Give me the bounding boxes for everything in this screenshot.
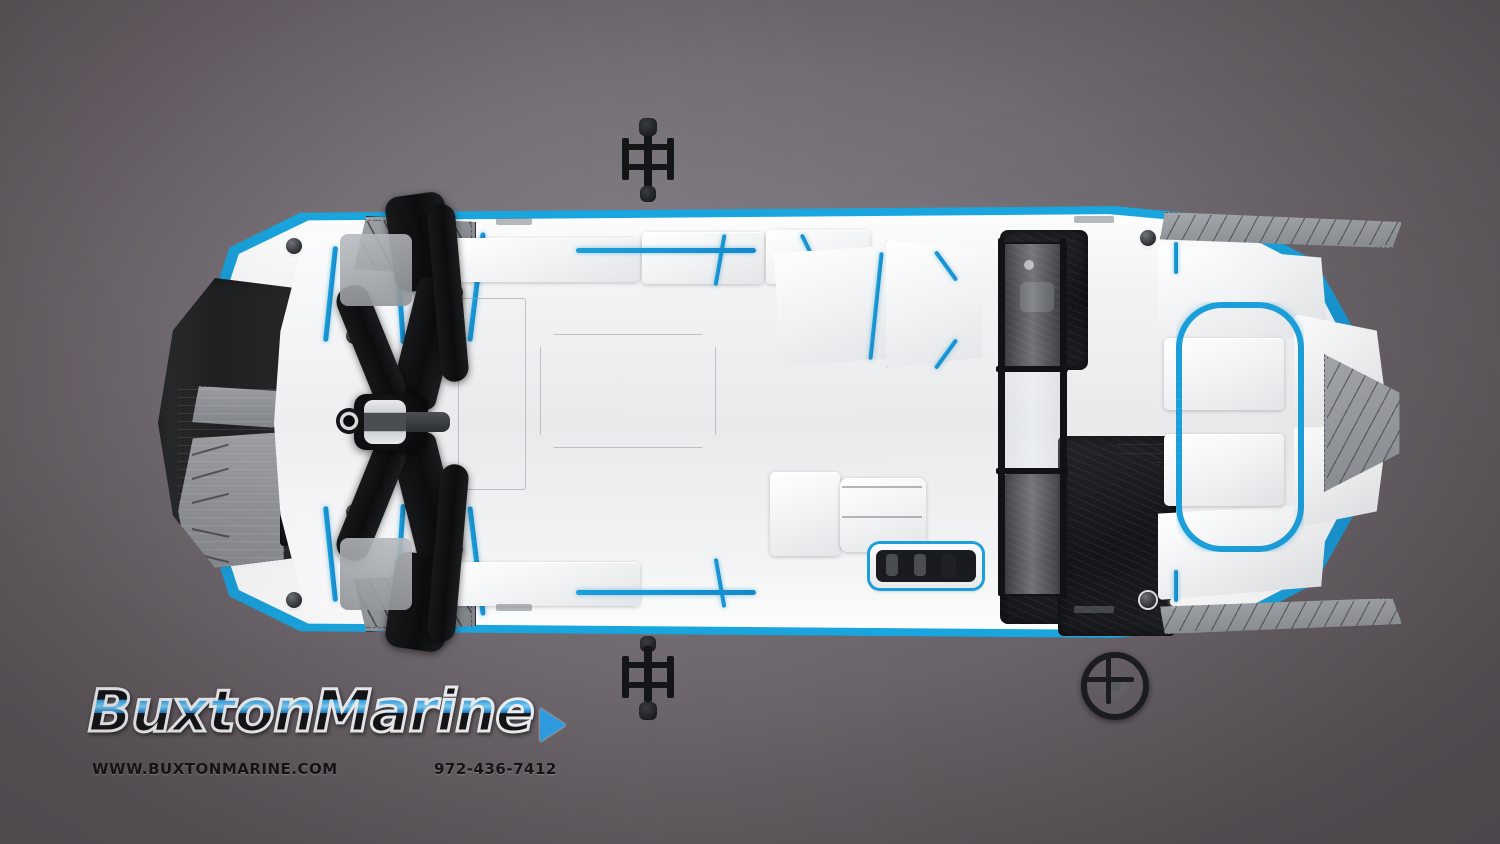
- board-rack-starboard[interactable]: [618, 636, 678, 720]
- brand-wordmark: BuxtonMarine: [87, 677, 537, 745]
- bow-seat-port-inner: [1164, 338, 1284, 410]
- rack-bar: [624, 682, 672, 688]
- windshield-rail-top: [996, 366, 1068, 372]
- accent-gunwale-port: [576, 248, 756, 253]
- tower-pad-starboard: [340, 538, 412, 610]
- wheel-spoke-v: [1106, 656, 1111, 704]
- boat-overhead-render: [158, 118, 1408, 720]
- board-rack-port[interactable]: [618, 118, 678, 202]
- tower-pad-port: [340, 234, 412, 306]
- hull-badge-stern-port: [496, 218, 532, 225]
- bow-accent-outline: [1176, 302, 1304, 552]
- bow-seat-starboard-inner: [1164, 434, 1284, 506]
- rack-post: [667, 138, 674, 180]
- rack-post: [667, 656, 674, 698]
- tower-nav-light: [336, 408, 362, 434]
- tower-mirror: [364, 400, 406, 444]
- throttle-lever-b[interactable]: [914, 554, 926, 576]
- hull-badge-mid-port: [1074, 216, 1114, 223]
- swim-platform-grooves: [178, 382, 286, 568]
- rack-bar: [624, 662, 672, 668]
- port-seat-back: [454, 238, 640, 282]
- accent-gunwale-starboard: [576, 590, 756, 595]
- dealer-watermark: BuxtonMarine WWW.BUXTONMARINE.COM 972-43…: [87, 677, 568, 796]
- steering-wheel[interactable]: [1081, 652, 1149, 720]
- windshield-frame-right: [1060, 238, 1066, 596]
- brand-phone: 972-436-7412: [434, 760, 557, 778]
- brand-website: WWW.BUXTONMARINE.COM: [92, 760, 338, 778]
- hull-badge-mid-starboard: [1074, 606, 1114, 613]
- windshield-rail-bottom: [996, 468, 1068, 474]
- rear-bench-center: [886, 240, 982, 368]
- bow-nav-light: [1170, 598, 1178, 606]
- throttle-lever-a[interactable]: [886, 554, 898, 576]
- rack-knob-inner[interactable]: [640, 186, 656, 202]
- rack-knob-outer[interactable]: [639, 118, 657, 136]
- rack-post: [622, 138, 629, 180]
- chair-seam: [842, 486, 922, 488]
- windshield-glass: [1003, 242, 1067, 596]
- hull-badge-stern-starboard: [496, 604, 532, 611]
- rack-stem: [644, 134, 652, 190]
- brand-arrow-icon: [540, 708, 566, 742]
- dash-panel-helm: [1058, 436, 1176, 636]
- cleat-stern-port: [286, 238, 302, 254]
- rack-post: [622, 656, 629, 698]
- dash-knob[interactable]: [1024, 260, 1034, 270]
- rack-knob-outer[interactable]: [639, 702, 657, 720]
- port-seat-mid: [642, 232, 764, 284]
- cleat-stern-starboard: [286, 592, 302, 608]
- chair-seam: [842, 516, 922, 518]
- throttle-lever-c[interactable]: [942, 554, 956, 578]
- rear-bench-port: [774, 246, 886, 366]
- captains-chair-back: [770, 472, 840, 556]
- floor-hatch-main: [540, 334, 716, 448]
- rack-stem: [644, 646, 652, 702]
- cleat-bow-starboard: [1140, 592, 1156, 608]
- captains-chair-bottom: [840, 478, 926, 552]
- dash-display[interactable]: [1020, 282, 1054, 312]
- accent-bow-port: [1174, 242, 1178, 274]
- cleat-bow-port: [1140, 230, 1156, 246]
- windshield-frame-left: [998, 238, 1004, 596]
- starboard-seat-back: [454, 562, 640, 606]
- accent-bow-starboard: [1174, 570, 1178, 602]
- floor-hatch-side: [458, 298, 526, 490]
